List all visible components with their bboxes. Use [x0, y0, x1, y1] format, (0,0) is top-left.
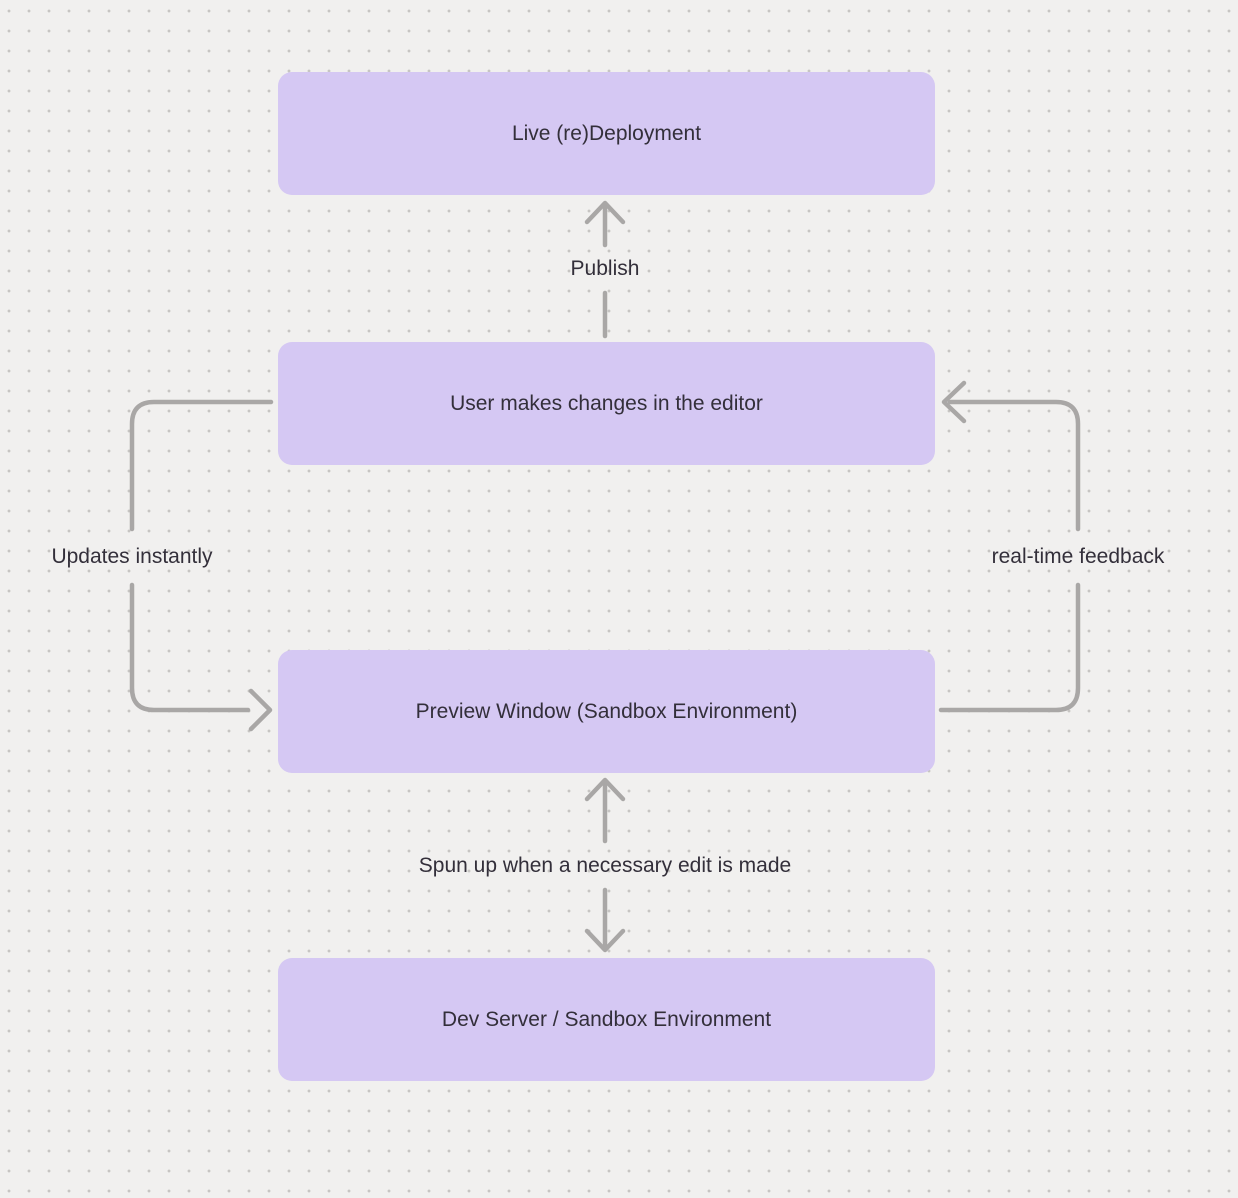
edge-publish-arrow[interactable] — [584, 200, 626, 339]
node-dev-server[interactable]: Dev Server / Sandbox Environment — [278, 958, 935, 1081]
arrowhead-up-icon — [584, 200, 626, 225]
arrowhead-up-icon — [584, 777, 626, 802]
arrowhead-down-icon — [584, 928, 626, 953]
edge-spun-up-label[interactable]: Spun up when a necessary edit is made — [418, 854, 792, 877]
edge-spun-up-arrow[interactable] — [584, 777, 626, 953]
edge-publish-label[interactable]: Publish — [570, 257, 640, 280]
node-live-redeployment[interactable]: Live (re)Deployment — [278, 72, 935, 195]
edge-updates-instantly-arrow[interactable] — [129, 399, 274, 732]
node-preview-window[interactable]: Preview Window (Sandbox Environment) — [278, 650, 935, 773]
node-label: Preview Window (Sandbox Environment) — [415, 699, 798, 723]
arrowhead-left-icon — [941, 380, 967, 424]
edge-realtime-feedback-arrow[interactable] — [938, 380, 1081, 713]
edge-realtime-feedback-label[interactable]: real-time feedback — [991, 545, 1165, 568]
node-label: Live (re)Deployment — [511, 121, 702, 145]
edge-updates-instantly-label[interactable]: Updates instantly — [51, 545, 213, 568]
arrowhead-right-icon — [248, 688, 273, 732]
node-label: User makes changes in the editor — [450, 391, 763, 415]
node-user-makes-changes[interactable]: User makes changes in the editor — [278, 342, 935, 465]
node-label: Dev Server / Sandbox Environment — [441, 1007, 772, 1031]
